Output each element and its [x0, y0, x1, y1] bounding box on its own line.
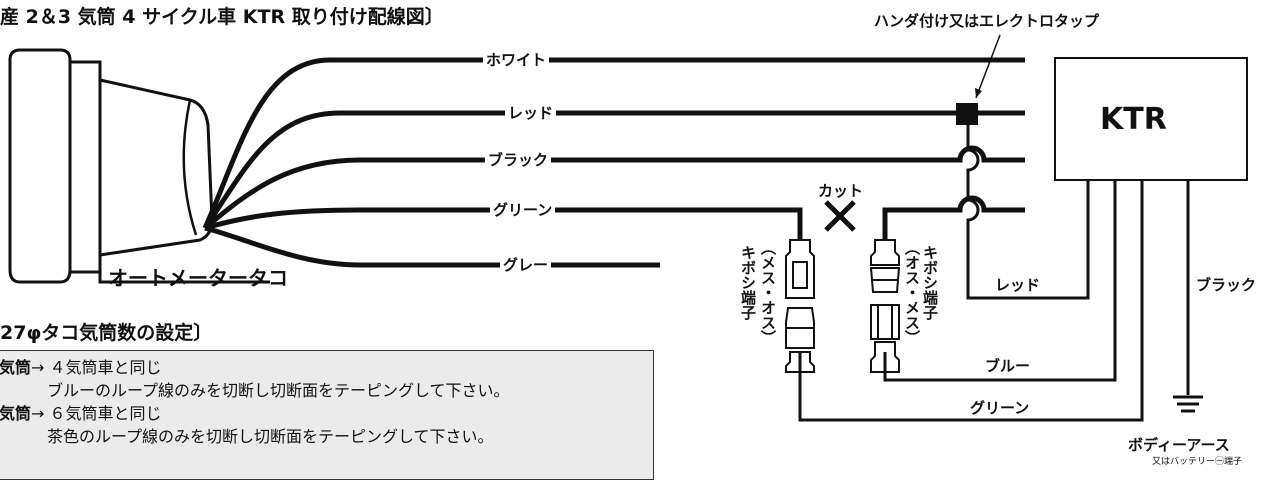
settings-box: 気筒→ ４気筒車と同じ ブルーのループ線のみを切断し切断面をテーピングして下さい… [0, 350, 654, 480]
ground-symbol [1173, 395, 1203, 413]
settings-row-text: 茶色のループ線のみを切断し切断面をテーピングして下さい。 [47, 427, 494, 446]
wire-label-red: レッド [505, 104, 557, 122]
wire-red [202, 110, 1025, 230]
cut-mark [824, 200, 856, 232]
wire-label-green: グリーン [490, 201, 556, 219]
settings-row-text: ４気筒車と同じ [49, 358, 162, 377]
loop-label-blue: ブルー [985, 357, 1031, 375]
wire-label-white: ホワイト [483, 51, 550, 69]
settings-row-label: 気筒 [0, 404, 32, 423]
wire-black [203, 145, 1025, 230]
loop-label-red: レッド [995, 276, 1041, 294]
arrow-icon: → [31, 404, 45, 423]
settings-row-label: 気筒 [0, 358, 32, 377]
solder-note: ハンダ付け又はエレクトロタップ [874, 12, 1100, 30]
ground-sublabel: 又はバッテリー㊀端子 [1152, 457, 1243, 467]
arrow-icon: → [31, 358, 45, 377]
ktr-box [1054, 57, 1248, 181]
settings-row-text: ６気筒車と同じ [49, 404, 162, 423]
settings-row: 気筒→ ６気筒車と同じ [0, 402, 653, 425]
solder-junction [956, 103, 978, 125]
wiring-diagram [8, 34, 1248, 422]
settings-row-text: ブルーのループ線のみを切断し切断面をテーピングして下さい。 [47, 381, 510, 400]
tachometer-body [8, 48, 214, 284]
terminal-right-name: キボシ端子 [921, 245, 939, 320]
terminal-right-connector [869, 239, 901, 373]
wire-label-gray: グレー [500, 256, 552, 274]
terminal-left-connector [785, 239, 815, 373]
terminal-left-name: キボシ端子 [739, 245, 757, 320]
settings-title: 27φタコ気筒数の設定〕 [0, 322, 213, 344]
wire-green [204, 207, 803, 240]
settings-row: ブルーのループ線のみを切断し切断面をテーピングして下さい。 [0, 379, 653, 402]
ground-label: ボディーアース [1128, 436, 1230, 454]
wire-label-black: ブラック [485, 151, 552, 169]
diagram-title: 産 2＆3 気筒 4 サイクル車 KTR 取り付け配線図〕 [0, 6, 444, 28]
ktr-label: KTR [1100, 102, 1167, 137]
wire-white [202, 57, 1025, 230]
settings-row: 茶色のループ線のみを切断し切断面をテーピングして下さい。 [0, 425, 653, 448]
wire-gray [204, 225, 660, 268]
loop-label-green: グリーン [970, 399, 1030, 417]
cut-label: カット [818, 182, 864, 200]
terminal-right-type: （オス・メス） [903, 240, 921, 345]
settings-row: 気筒→ ４気筒車と同じ [0, 356, 653, 379]
loop-label-black: ブラック [1196, 276, 1257, 294]
terminal-left-type: （メス・オス） [759, 240, 777, 345]
device-label: オートメータータコ [108, 266, 288, 290]
